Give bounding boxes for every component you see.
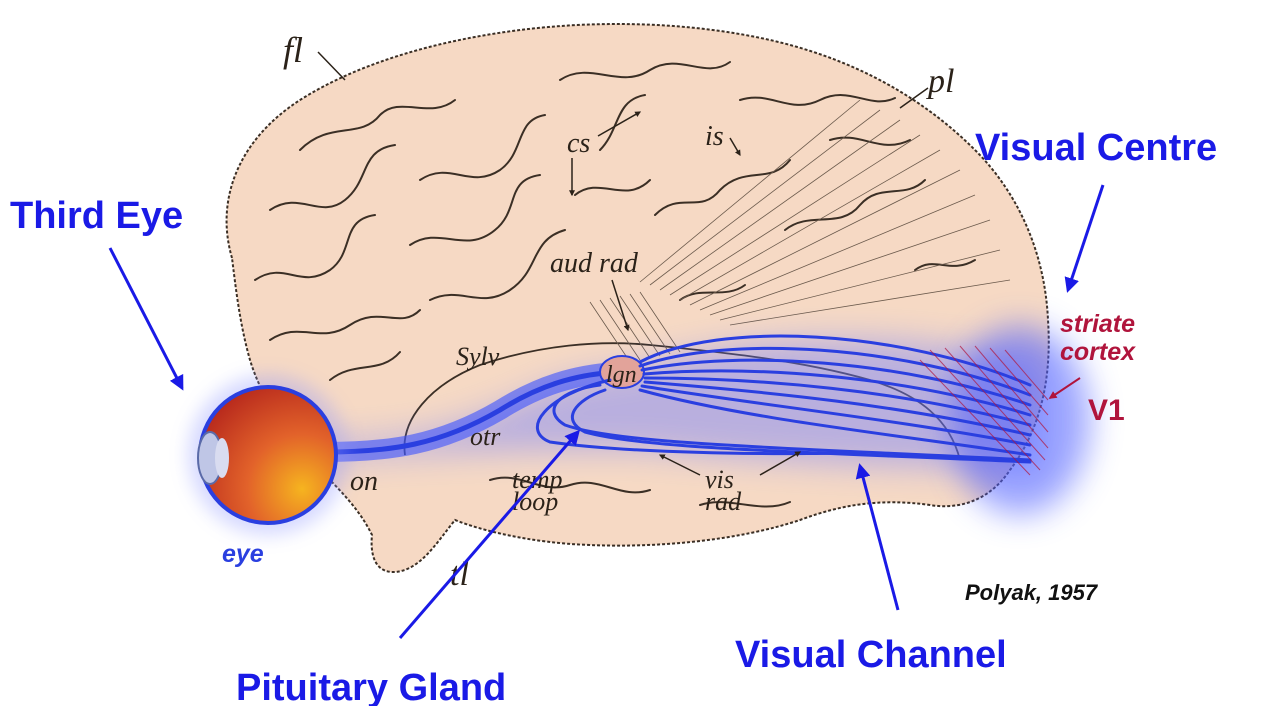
label-pl: pl — [926, 63, 954, 100]
lens — [215, 438, 229, 478]
label-cs: cs — [567, 128, 590, 159]
label-aud-rad: aud rad — [550, 248, 639, 279]
label-fl: fl — [283, 30, 303, 70]
label-eye: eye — [222, 540, 264, 568]
label-on: on — [350, 466, 378, 497]
citation: Polyak, 1957 — [965, 580, 1099, 605]
leader-fl — [318, 52, 345, 80]
label-rad: rad — [705, 487, 742, 516]
eye-illustration — [188, 375, 348, 535]
arrow-visual-centre — [1068, 185, 1103, 290]
label-otr: otr — [470, 422, 501, 451]
label-lgn: lgn — [606, 362, 637, 388]
label-is: is — [705, 121, 724, 152]
label-striate: striate — [1060, 310, 1135, 338]
label-sylv: Sylv — [456, 342, 500, 371]
arrow-third-eye — [110, 248, 182, 388]
callout-visual-channel: Visual Channel — [735, 634, 1007, 676]
callout-pituitary-gland: Pituitary Gland — [236, 667, 506, 706]
callout-third-eye: Third Eye — [10, 195, 183, 237]
label-cortex: cortex — [1060, 338, 1136, 366]
callout-visual-centre: Visual Centre — [975, 127, 1217, 169]
label-v1: V1 — [1088, 394, 1125, 427]
